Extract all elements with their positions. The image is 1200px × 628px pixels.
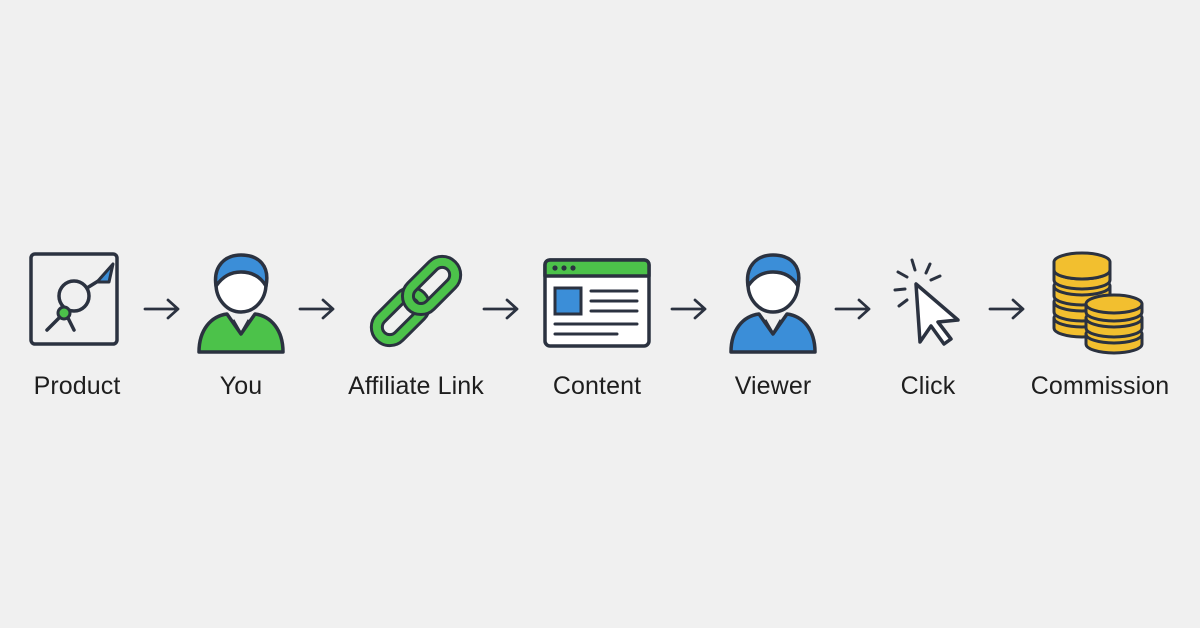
coin-stacks-icon (1052, 251, 1144, 355)
step-label: Content (552, 372, 642, 400)
step-label: Commission (1030, 372, 1170, 400)
step-click: Click (838, 246, 1018, 401)
arrow-right-icon (833, 296, 873, 322)
product-icon (29, 252, 119, 346)
arrow-right-icon (297, 296, 337, 322)
arrow-right-icon (142, 296, 182, 322)
browser-window-icon (543, 258, 651, 348)
step-label: Viewer (734, 372, 812, 400)
step-affiliate-link: Affiliate Link (326, 246, 506, 401)
person-icon (729, 253, 817, 354)
step-label: You (219, 372, 263, 400)
step-label: Affiliate Link (348, 372, 484, 400)
step-viewer: Viewer (683, 246, 863, 401)
step-commission: Commission (1010, 246, 1190, 401)
person-icon (197, 253, 285, 354)
arrow-right-icon (669, 296, 709, 322)
step-you: You (151, 246, 331, 401)
step-content: Content (507, 246, 687, 401)
arrow-right-icon (987, 296, 1027, 322)
cursor-click-icon (893, 258, 960, 346)
chain-link-icon (369, 254, 463, 348)
step-product: Product (0, 246, 167, 401)
arrow-right-icon (481, 296, 521, 322)
step-label: Product (33, 372, 121, 400)
step-label: Click (900, 372, 956, 400)
